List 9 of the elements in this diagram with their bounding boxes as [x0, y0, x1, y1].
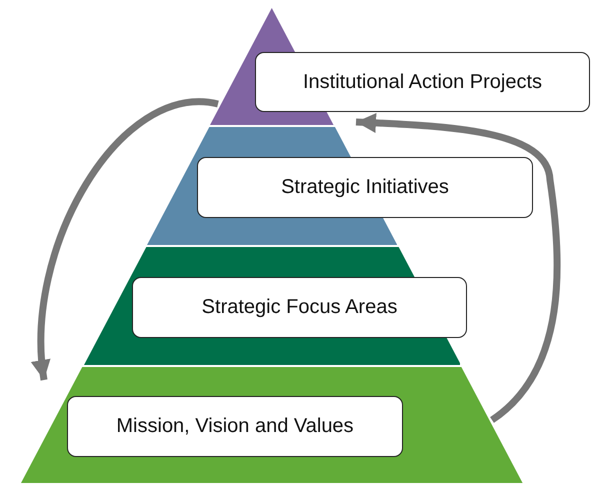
layer-label: Strategic Focus Areas [202, 296, 398, 319]
label-box [255, 52, 590, 112]
layer-label: Strategic Initiatives [281, 176, 449, 199]
label-box [66, 396, 403, 457]
label-box [197, 157, 533, 218]
curved-arrow [32, 98, 218, 380]
layer-label: Mission, Vision and Values [116, 415, 354, 438]
curved-arrow [356, 112, 561, 423]
layer-label: Institutional Action Projects [302, 70, 542, 94]
